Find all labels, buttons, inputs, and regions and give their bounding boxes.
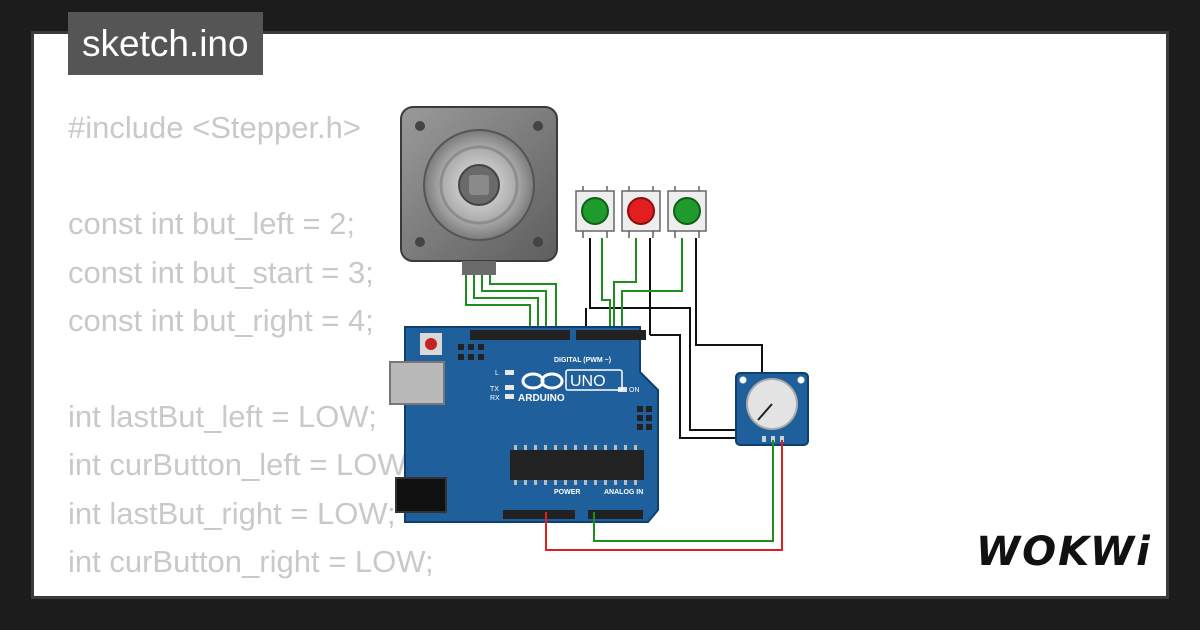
code-line: int lastBut_right = LOW; [68,495,396,531]
board-brand: ARDUINO [518,393,565,404]
button-left[interactable] [575,186,615,238]
led-label-tx: TX [490,386,499,393]
code-line: const int but_left = 2; [68,206,355,242]
wokwi-logo-text: WOKWi [976,529,1152,575]
code-line: const int but_right = 4; [68,302,374,338]
digital-label: DIGITAL (PWM ~) [554,357,611,364]
code-line: int lastBut_left = LOW; [68,399,377,435]
code-line: #include <Stepper.h> [68,110,362,145]
button-wires [585,238,770,439]
wokwi-logo: WOKWi [976,528,1152,576]
potentiometer-wires [545,440,783,551]
on-label: ON [629,387,640,394]
code-line: int curButton_right = LOW; [68,543,434,579]
potentiometer[interactable] [735,372,809,446]
power-label: POWER [554,489,580,496]
board-model: UNO [570,373,606,390]
file-tab-title: sketch.ino [68,12,263,75]
led-label-rx: RX [490,395,500,402]
code-line: const int but_start = 3; [68,254,374,290]
code-background: #include <Stepper.h> const int but_left =… [68,104,434,596]
motor-wires [465,275,557,335]
stepper-motor[interactable] [400,106,558,275]
button-start[interactable] [621,186,661,238]
led-label-l: L [495,370,499,377]
button-right[interactable] [667,186,707,238]
code-line: int curButton_left = LOW; [68,447,415,483]
code-line: int lastBut_start = LOW; [68,586,434,596]
arduino-uno-board[interactable]: UNO ARDUINO DIGITAL (PWM ~) ON L TX RX P… [389,326,659,523]
analog-label: ANALOG IN [604,489,643,496]
